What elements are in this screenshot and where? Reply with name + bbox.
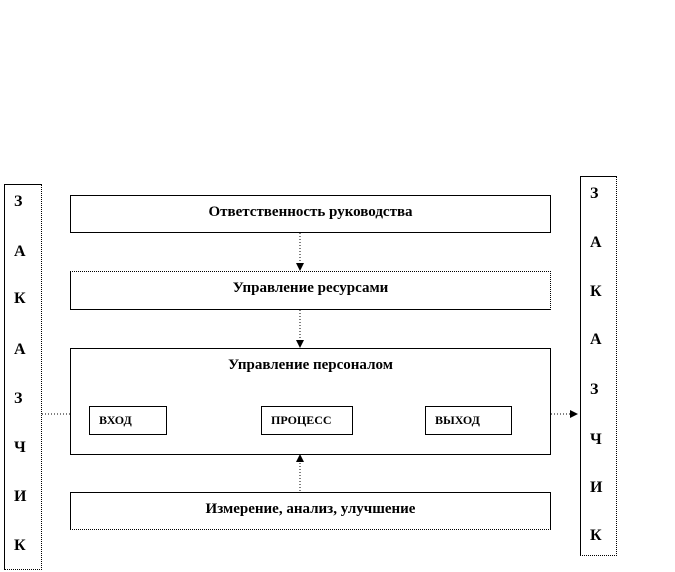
customer-left-letter: К	[14, 290, 26, 307]
customer-right-letter: К	[590, 283, 602, 300]
measurement-block: Измерение, анализ, улучшение	[70, 492, 551, 530]
customer-right-letter: И	[590, 479, 603, 496]
customer-left-letter: З	[14, 390, 23, 407]
customer-left-column: З А К А З Ч И К	[4, 184, 42, 570]
customer-left-letter: Ч	[14, 439, 26, 456]
customer-left-letter: А	[14, 341, 26, 358]
management-responsibility-block: Ответственность руководства	[70, 195, 551, 233]
process-box: ПРОЦЕСС	[261, 406, 353, 435]
personnel-management-block: Управление персоналом	[70, 348, 551, 455]
measurement-label: Измерение, анализ, улучшение	[205, 501, 416, 517]
resource-management-block: Управление ресурсами	[70, 271, 551, 310]
output-box: ВЫХОД	[425, 406, 512, 435]
input-label: ВХОД	[99, 413, 132, 427]
customer-right-letter: З	[590, 185, 599, 202]
process-label: ПРОЦЕСС	[271, 413, 332, 427]
customer-right-letter: Ч	[590, 431, 602, 448]
output-label: ВЫХОД	[435, 413, 480, 427]
customer-left-letter: К	[14, 537, 26, 554]
customer-right-letter: А	[590, 331, 602, 348]
personnel-management-label: Управление персоналом	[228, 357, 393, 373]
customer-left-letter: А	[14, 243, 26, 260]
resource-management-label: Управление ресурсами	[232, 280, 389, 296]
input-box: ВХОД	[89, 406, 167, 435]
customer-right-letter: З	[590, 381, 599, 398]
customer-right-letter: А	[590, 234, 602, 251]
customer-right-column: З А К А З Ч И К	[580, 176, 617, 556]
customer-left-letter: З	[14, 193, 23, 210]
customer-left-letter: И	[14, 488, 27, 505]
customer-right-letter: К	[590, 527, 602, 544]
management-responsibility-label: Ответственность руководства	[208, 204, 413, 220]
